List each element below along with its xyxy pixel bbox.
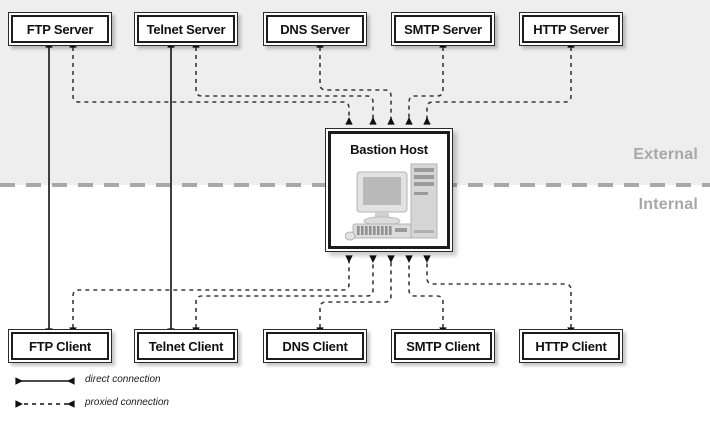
- node-dns-client-frame: DNS Client: [266, 332, 364, 360]
- node-dns-client-label: DNS Client: [282, 338, 348, 354]
- node-http-server-label: HTTP Server: [533, 21, 609, 37]
- node-bastion-host-frame: Bastion Host: [328, 131, 450, 249]
- proxy-ftp-client: [69, 255, 353, 336]
- node-smtp-server-frame: SMTP Server: [394, 15, 492, 43]
- node-telnet-server[interactable]: Telnet Server: [134, 12, 238, 46]
- node-ftp-server-label: FTP Server: [26, 21, 94, 37]
- proxy-telnet-server: [192, 40, 377, 125]
- node-dns-server[interactable]: DNS Server: [263, 12, 367, 46]
- node-bastion-host-label: Bastion Host: [350, 142, 428, 157]
- node-telnet-client[interactable]: Telnet Client: [134, 329, 238, 363]
- node-http-server-frame: HTTP Server: [522, 15, 620, 43]
- proxied-links-servers: [69, 40, 575, 125]
- proxy-smtp-server: [405, 40, 447, 125]
- node-ftp-client-frame: FTP Client: [11, 332, 109, 360]
- node-http-client[interactable]: HTTP Client: [519, 329, 623, 363]
- proxy-http-client: [423, 255, 575, 336]
- proxy-http-server: [423, 40, 575, 125]
- node-http-server[interactable]: HTTP Server: [519, 12, 623, 46]
- node-ftp-client[interactable]: FTP Client: [8, 329, 112, 363]
- node-ftp-server[interactable]: FTP Server: [8, 12, 112, 46]
- node-ftp-server-frame: FTP Server: [11, 15, 109, 43]
- proxy-dns-server: [316, 40, 395, 125]
- proxy-smtp-client: [405, 255, 447, 336]
- node-dns-server-label: DNS Server: [280, 21, 350, 37]
- node-telnet-server-label: Telnet Server: [146, 21, 226, 37]
- proxy-dns-client: [316, 255, 395, 336]
- proxied-links-clients: [69, 255, 575, 336]
- zone-label-external: External: [633, 146, 698, 163]
- node-ftp-client-label: FTP Client: [28, 338, 92, 354]
- proxy-ftp-server: [69, 40, 353, 125]
- desktop-computer-icon: [345, 163, 438, 241]
- node-smtp-client-label: SMTP Client: [406, 338, 480, 354]
- node-smtp-server[interactable]: SMTP Server: [391, 12, 495, 46]
- node-telnet-server-frame: Telnet Server: [137, 15, 235, 43]
- node-smtp-client[interactable]: SMTP Client: [391, 329, 495, 363]
- node-dns-client[interactable]: DNS Client: [263, 329, 367, 363]
- node-telnet-client-frame: Telnet Client: [137, 332, 235, 360]
- node-telnet-client-label: Telnet Client: [148, 338, 224, 354]
- legend-direct-connection-label: direct connection: [85, 374, 161, 385]
- proxy-telnet-client: [192, 255, 377, 336]
- node-http-client-frame: HTTP Client: [522, 332, 620, 360]
- legend-proxied-connection-label: proxied connection: [85, 397, 169, 408]
- node-smtp-client-frame: SMTP Client: [394, 332, 492, 360]
- node-dns-server-frame: DNS Server: [266, 15, 364, 43]
- node-http-client-label: HTTP Client: [535, 338, 607, 354]
- zone-label-internal: Internal: [638, 196, 698, 213]
- node-smtp-server-label: SMTP Server: [404, 21, 482, 37]
- node-bastion-host[interactable]: Bastion Host: [325, 128, 453, 252]
